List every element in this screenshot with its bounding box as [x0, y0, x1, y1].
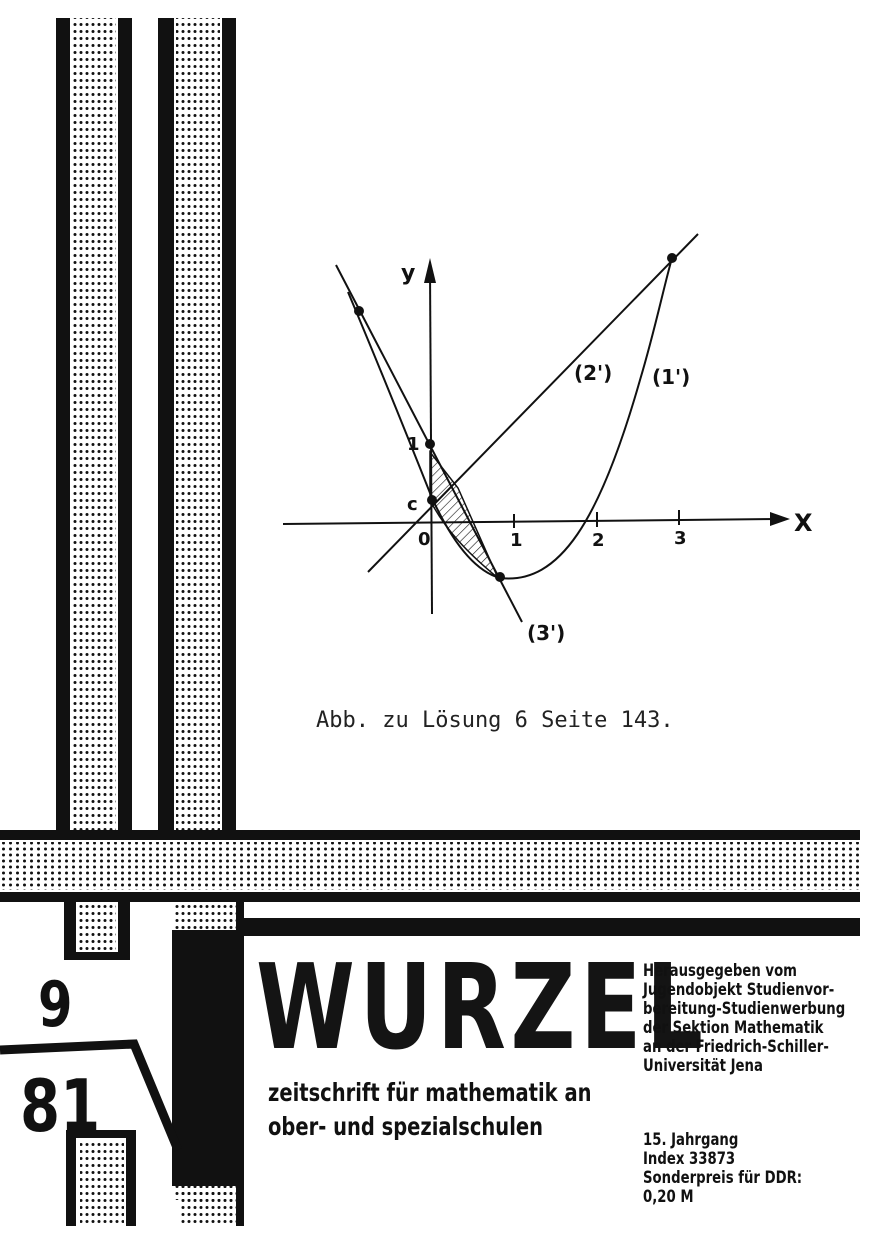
- tick-label-2: 2: [592, 530, 605, 551]
- figure-caption: Abb. zu Lösung 6 Seite 143.: [316, 708, 674, 733]
- publisher-line: an der Friedrich-Schiller-: [643, 1037, 829, 1057]
- curve-label-1: (1'): [652, 365, 690, 389]
- punched-tape-strips: [0, 18, 860, 1226]
- publisher-line: Jugendobjekt Studienvor-: [643, 980, 835, 1000]
- publisher-line: Universität Jena: [643, 1056, 763, 1076]
- publisher-line: der Sektion Mathematik: [643, 1018, 824, 1038]
- price-value: 0,20 M: [643, 1187, 694, 1207]
- tick-label-3: 3: [674, 528, 687, 549]
- tick-label-1: 1: [510, 530, 523, 551]
- publisher-block: Herausgegeben vom Jugendobjekt Studienvo…: [643, 962, 845, 1076]
- issue-number: 9: [38, 968, 73, 1041]
- subtitle-line-2: ober- und spezialschulen: [268, 1112, 543, 1141]
- publisher-line: Herausgegeben vom: [643, 961, 798, 981]
- index-label: Index 33873: [643, 1149, 736, 1169]
- tick-label-0: 0: [418, 529, 431, 550]
- publisher-line: bereitung-Studienwerbung: [643, 999, 846, 1019]
- magazine-title: WURZEL: [256, 938, 708, 1076]
- y-axis-label: y: [401, 261, 415, 286]
- volume-info-block: 15. Jahrgang Index 33873 Sonderpreis für…: [643, 1131, 802, 1207]
- curve-label-2: (2'): [574, 361, 612, 385]
- issue-year: 81: [20, 1064, 101, 1148]
- x-axis-label: X: [794, 509, 813, 537]
- volume-label: 15. Jahrgang: [643, 1130, 739, 1150]
- price-label: Sonderpreis für DDR:: [643, 1168, 803, 1188]
- y-tick-label-1: 1: [407, 434, 420, 455]
- point-c-label: c: [407, 494, 418, 515]
- parabola-figure: [282, 233, 790, 623]
- subtitle-line-1: zeitschrift für mathematik an: [268, 1078, 592, 1107]
- curve-label-3: (3'): [527, 621, 565, 645]
